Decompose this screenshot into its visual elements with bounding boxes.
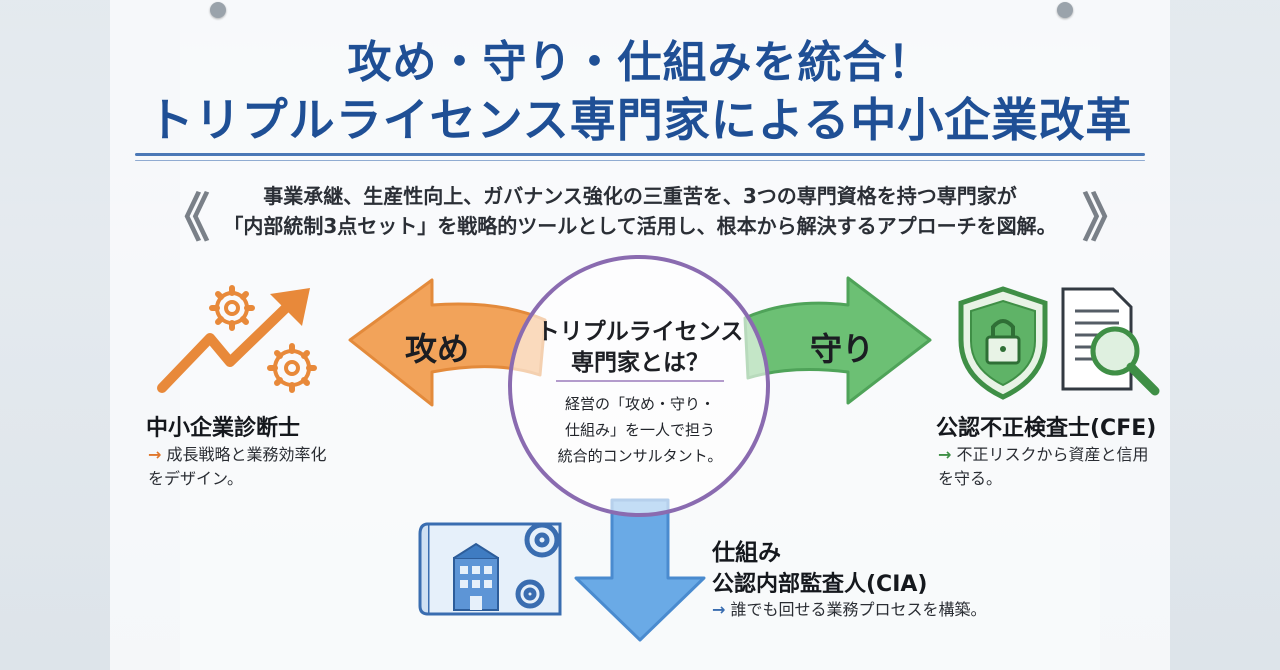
arrow-right-icon: → [148, 445, 162, 464]
smec-desc-1: 成長戦略と業務効率化 [166, 445, 327, 464]
center-heading-1: トリプルライセンス [536, 319, 744, 345]
left-bracket-icon: 《 [158, 189, 211, 249]
defense-label: 守り [810, 330, 875, 368]
document-magnifier-icon [1061, 287, 1160, 396]
title-line-1: 攻め・守り・仕組みを統合！ [347, 37, 933, 88]
right-bracket-icon: 》 [1082, 189, 1135, 249]
system-label: 仕組み [712, 540, 781, 566]
center-body-1: 経営の「攻め・守り・ [564, 395, 715, 413]
smec-desc: → 成長戦略と業務効率化 をデザイン。 [148, 443, 327, 491]
center-body-2: 仕組み」を一人で担う [564, 421, 715, 439]
smec-title: 中小企業診断士 [146, 416, 301, 441]
pin-icon [210, 2, 226, 18]
gear-icon [515, 522, 560, 609]
arrow-right-icon: → [712, 600, 726, 619]
center-heading-2: 専門家とは？ [571, 350, 709, 376]
title-underline [135, 153, 1145, 156]
cia-desc: → 誰でも回せる業務プロセスを構築。 [712, 598, 987, 622]
cia-desc-text: 誰でも回せる業務プロセスを構築。 [730, 600, 987, 619]
attack-label: 攻め [405, 330, 470, 368]
cfe-desc: → 不正リスクから資産と信用 を守る。 [938, 443, 1149, 491]
title-underline-thin [135, 160, 1145, 161]
subtitle-line-1: 事業承継、生産性向上、ガバナンス強化の三重苦を、3つの専門資格を持つ専門家が [263, 184, 1017, 208]
shield-lock-icon [958, 286, 1048, 400]
cfe-desc-2: を守る。 [938, 469, 1003, 488]
center-circle [508, 255, 770, 517]
pin-icon [1057, 2, 1073, 18]
title-line-2: トリプルライセンス専門家による中小企業改革 [147, 93, 1133, 147]
arrow-right-icon: → [938, 445, 952, 464]
blueprint-building-icon [418, 522, 562, 616]
cfe-title: 公認不正検査士(CFE) [936, 416, 1157, 441]
growth-gears-icon [157, 285, 317, 393]
smec-desc-2: をデザイン。 [148, 469, 244, 488]
cfe-desc-1: 不正リスクから資産と信用 [956, 445, 1149, 464]
center-body-3: 統合的コンサルタント。 [557, 447, 723, 465]
growth-arrow-icon [157, 299, 295, 393]
shield-document-icon [958, 286, 1160, 400]
cia-title: 公認内部監査人(CIA) [712, 572, 928, 597]
center-divider [556, 380, 724, 382]
subtitle-line-2: 「内部統制3点セット」を戦略的ツールとして活用し、根本から解決するアプローチを図… [223, 214, 1057, 238]
